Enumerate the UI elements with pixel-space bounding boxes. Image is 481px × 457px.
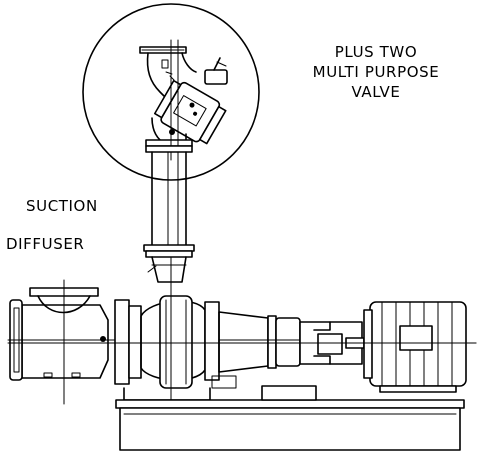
valve-label-line3: VALVE xyxy=(351,83,401,101)
suction-diffuser xyxy=(7,279,121,405)
suction-label-line1: SUCTION xyxy=(26,197,98,215)
suction-diffuser-label: SUCTION DIFFUSER xyxy=(6,196,98,254)
bearing-frame xyxy=(211,311,301,389)
pump-casing xyxy=(114,289,220,433)
suction-label-line2: DIFFUSER xyxy=(6,235,85,253)
valve-detail-callout xyxy=(82,3,260,181)
discharge-pipe xyxy=(143,145,195,301)
motor xyxy=(359,301,477,393)
base-plate xyxy=(115,385,465,451)
valve-label: PLUS TWO MULTI PURPOSE VALVE xyxy=(276,42,476,102)
valve-label-line2: MULTI PURPOSE xyxy=(312,63,440,81)
valve-label-line1: PLUS TWO xyxy=(334,43,418,61)
